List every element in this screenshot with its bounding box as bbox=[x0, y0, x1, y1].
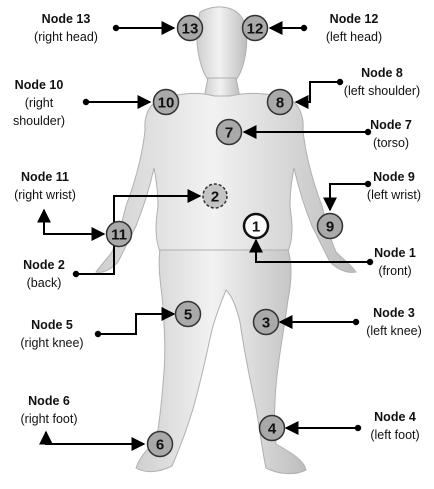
label-node-7: Node 7 (torso) bbox=[356, 116, 426, 152]
label-node-11-name: Node 11 bbox=[2, 168, 88, 186]
label-node-3-name: Node 3 bbox=[356, 304, 432, 322]
svg-text:11: 11 bbox=[111, 227, 127, 244]
label-node-1-desc: (front) bbox=[362, 262, 428, 280]
label-node-5: Node 5 (right knee) bbox=[8, 316, 96, 352]
label-node-9-desc: (left wrist) bbox=[356, 186, 432, 204]
label-node-8-name: Node 8 bbox=[330, 64, 434, 82]
connector-node-6 bbox=[46, 432, 144, 444]
node-marker-8: 8 bbox=[268, 90, 293, 115]
figure-silhouette bbox=[96, 7, 356, 474]
node-marker-6: 6 bbox=[148, 432, 173, 457]
svg-text:7: 7 bbox=[225, 125, 233, 142]
node-marker-10: 10 bbox=[154, 90, 179, 115]
label-node-13-desc: (right head) bbox=[18, 28, 114, 46]
svg-text:5: 5 bbox=[184, 307, 192, 324]
label-node-12-desc: (left head) bbox=[306, 28, 402, 46]
node-marker-13: 13 bbox=[178, 16, 203, 41]
label-node-6: Node 6 (right foot) bbox=[6, 392, 92, 428]
label-node-4: Node 4 (left foot) bbox=[358, 408, 432, 444]
node-marker-5: 5 bbox=[176, 302, 201, 327]
label-node-13-name: Node 13 bbox=[18, 10, 114, 28]
svg-text:3: 3 bbox=[262, 315, 270, 332]
label-node-10: Node 10 (right shoulder) bbox=[0, 76, 78, 130]
label-node-2-desc: (back) bbox=[12, 274, 76, 292]
label-node-9: Node 9 (left wrist) bbox=[356, 168, 432, 204]
label-node-5-desc: (right knee) bbox=[8, 334, 96, 352]
svg-text:10: 10 bbox=[158, 95, 175, 112]
connector-node-5 bbox=[98, 314, 174, 334]
label-node-6-name: Node 6 bbox=[6, 392, 92, 410]
node-marker-9: 9 bbox=[318, 214, 343, 239]
label-node-4-desc: (left foot) bbox=[358, 426, 432, 444]
label-node-2: Node 2 (back) bbox=[12, 256, 76, 292]
svg-text:6: 6 bbox=[156, 437, 164, 454]
label-node-3: Node 3 (left knee) bbox=[356, 304, 432, 340]
label-node-7-name: Node 7 bbox=[356, 116, 426, 134]
label-node-7-desc: (torso) bbox=[356, 134, 426, 152]
svg-text:13: 13 bbox=[182, 21, 199, 38]
node-marker-4: 4 bbox=[260, 416, 285, 441]
label-node-1-name: Node 1 bbox=[362, 244, 428, 262]
label-node-13: Node 13 (right head) bbox=[18, 10, 114, 46]
label-node-6-desc: (right foot) bbox=[6, 410, 92, 428]
label-node-9-name: Node 9 bbox=[356, 168, 432, 186]
label-node-1: Node 1 (front) bbox=[362, 244, 428, 280]
connector-node-11 bbox=[44, 210, 104, 234]
node-marker-1: 1 bbox=[244, 214, 268, 238]
node-marker-7: 7 bbox=[217, 120, 242, 145]
label-node-11: Node 11 (right wrist) bbox=[2, 168, 88, 204]
svg-text:8: 8 bbox=[276, 95, 284, 112]
label-node-2-name: Node 2 bbox=[12, 256, 76, 274]
svg-text:9: 9 bbox=[326, 219, 334, 236]
node-marker-2: 2 bbox=[203, 184, 227, 208]
label-node-11-desc: (right wrist) bbox=[2, 186, 88, 204]
svg-text:2: 2 bbox=[211, 189, 219, 206]
label-node-10-name: Node 10 bbox=[0, 76, 78, 94]
label-node-3-desc: (left knee) bbox=[356, 322, 432, 340]
label-node-8: Node 8 (left shoulder) bbox=[330, 64, 434, 100]
label-node-5-name: Node 5 bbox=[8, 316, 96, 334]
label-node-4-name: Node 4 bbox=[358, 408, 432, 426]
node-marker-12: 12 bbox=[243, 16, 268, 41]
node-marker-3: 3 bbox=[254, 310, 279, 335]
svg-text:4: 4 bbox=[268, 421, 277, 438]
label-node-12-name: Node 12 bbox=[306, 10, 402, 28]
label-node-10-desc: (right shoulder) bbox=[4, 94, 74, 130]
label-node-12: Node 12 (left head) bbox=[306, 10, 402, 46]
svg-text:12: 12 bbox=[247, 21, 264, 38]
svg-text:1: 1 bbox=[252, 219, 260, 236]
node-marker-11: 11 bbox=[107, 222, 132, 247]
label-node-8-desc: (left shoulder) bbox=[330, 82, 434, 100]
